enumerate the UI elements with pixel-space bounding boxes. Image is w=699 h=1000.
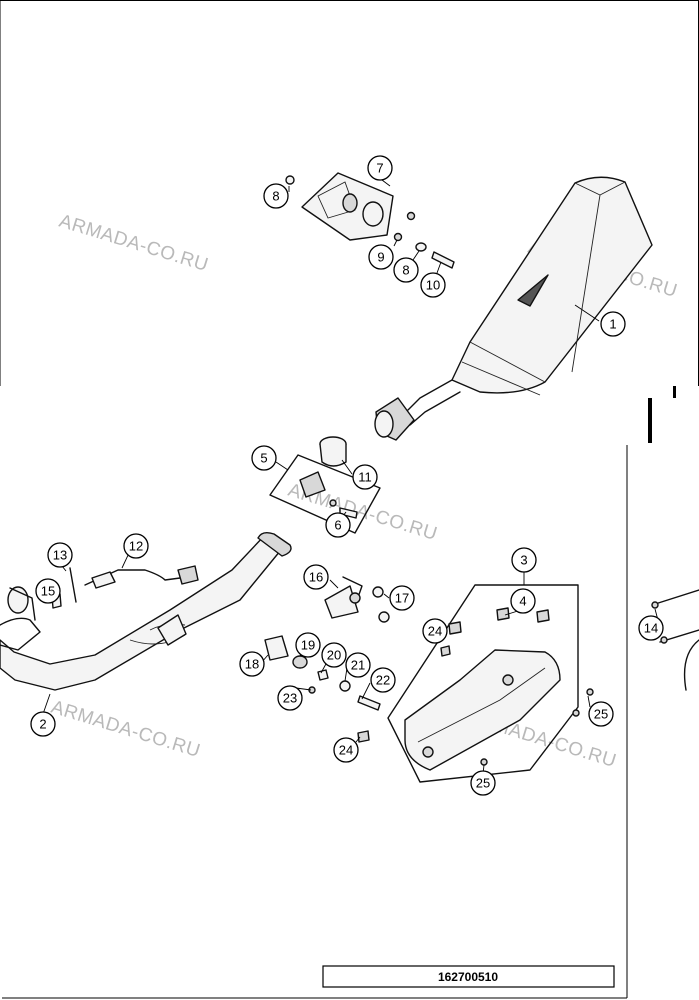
callout-1[interactable]: 1 [600, 311, 626, 337]
callout-8[interactable]: 8 [393, 257, 419, 283]
callout-25[interactable]: 25 [470, 770, 496, 796]
callout-8[interactable]: 8 [263, 183, 289, 209]
callout-22[interactable]: 22 [370, 667, 396, 693]
drawing-number-box: 162700510 [322, 965, 615, 988]
callout-5[interactable]: 5 [251, 445, 277, 471]
svg-text:15: 15 [41, 584, 55, 599]
callout-6[interactable]: 6 [325, 512, 351, 538]
svg-text:25: 25 [476, 776, 490, 791]
callout-4[interactable]: 4 [510, 588, 536, 614]
header-pipe [0, 531, 292, 691]
svg-text:2: 2 [39, 717, 46, 732]
heat-shield-group [357, 584, 594, 783]
svg-text:25: 25 [594, 707, 608, 722]
svg-text:4: 4 [519, 594, 526, 609]
callout-25[interactable]: 25 [588, 701, 614, 727]
callout-7[interactable]: 7 [367, 155, 393, 181]
callout-13[interactable]: 13 [47, 542, 73, 568]
callout-11[interactable]: 11 [352, 464, 378, 490]
callout-15[interactable]: 15 [35, 578, 61, 604]
callout-2[interactable]: 2 [30, 711, 56, 737]
lambda-sensor [51, 565, 199, 609]
callout-labels: 1 2 3 4 5 6 7 8 8 9 10 11 12 13 14 15 16… [30, 155, 664, 796]
svg-text:11: 11 [358, 470, 372, 485]
watermark: ARMADA-CO.RU [49, 697, 203, 762]
callout-3[interactable]: 3 [511, 547, 537, 573]
callout-24[interactable]: 24 [422, 618, 448, 644]
callout-24[interactable]: 24 [333, 737, 359, 763]
svg-text:7: 7 [376, 161, 383, 176]
rubber-mount-group [264, 635, 381, 711]
svg-text:13: 13 [53, 548, 67, 563]
svg-text:22: 22 [376, 673, 390, 688]
callout-17[interactable]: 17 [389, 585, 415, 611]
svg-text:10: 10 [426, 278, 440, 293]
svg-text:9: 9 [377, 250, 384, 265]
callout-14[interactable]: 14 [638, 615, 664, 641]
svg-text:16: 16 [309, 570, 323, 585]
leader-lines [42, 179, 660, 775]
svg-text:5: 5 [260, 451, 267, 466]
watermark: ARMADA-CO.RU [57, 211, 211, 276]
callout-23[interactable]: 23 [277, 685, 303, 711]
svg-text:17: 17 [395, 591, 409, 606]
svg-text:24: 24 [339, 743, 353, 758]
svg-text:20: 20 [327, 648, 341, 663]
callout-12[interactable]: 12 [123, 533, 149, 559]
callout-19[interactable]: 19 [295, 632, 321, 658]
muffler-bracket-group [285, 172, 455, 269]
hanger-bracket [324, 576, 390, 623]
drawing-number: 162700510 [438, 970, 498, 984]
right-edge-part [651, 589, 699, 691]
svg-text:23: 23 [283, 691, 297, 706]
callout-10[interactable]: 10 [420, 272, 446, 298]
svg-text:3: 3 [520, 553, 527, 568]
svg-text:8: 8 [272, 189, 279, 204]
clamp-group [269, 436, 381, 534]
callout-9[interactable]: 9 [368, 244, 394, 270]
svg-text:6: 6 [334, 518, 341, 533]
callout-16[interactable]: 16 [303, 564, 329, 590]
callout-18[interactable]: 18 [239, 651, 265, 677]
svg-text:8: 8 [402, 263, 409, 278]
svg-text:1: 1 [609, 317, 616, 332]
svg-text:18: 18 [245, 657, 259, 672]
svg-text:12: 12 [129, 539, 143, 554]
svg-text:14: 14 [644, 621, 658, 636]
svg-text:19: 19 [301, 638, 315, 653]
muffler-assembly [374, 176, 653, 441]
svg-text:21: 21 [351, 658, 365, 673]
callout-21[interactable]: 21 [345, 652, 371, 678]
svg-text:24: 24 [428, 624, 442, 639]
callout-20[interactable]: 20 [321, 642, 347, 668]
